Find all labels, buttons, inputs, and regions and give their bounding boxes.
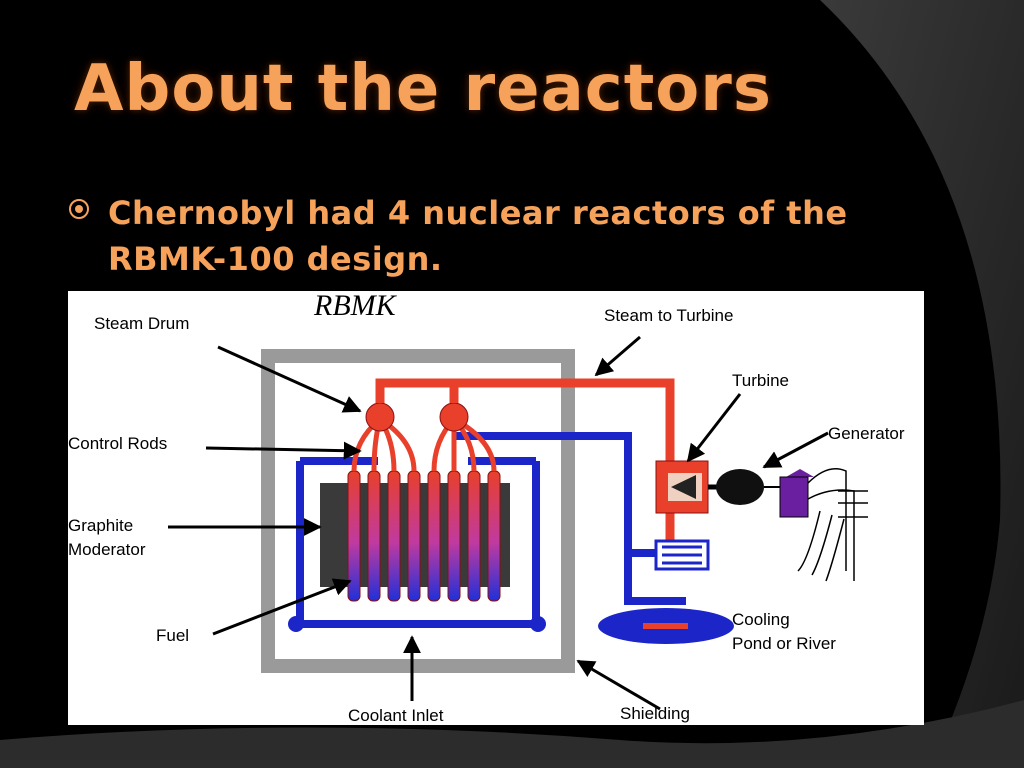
arrow-control-rods [205, 441, 362, 460]
label-turbine: Turbine [732, 371, 789, 390]
fuel-channels [347, 470, 501, 602]
label-graphite-line1: Graphite [68, 516, 133, 535]
label-generator: Generator [828, 424, 905, 443]
arrow-steam-drum [217, 345, 362, 413]
arrow-generator [762, 431, 829, 469]
turbine-blades [671, 475, 696, 499]
label-fuel: Fuel [156, 626, 189, 645]
bullet-text: Chernobyl had 4 nuclear reactors of the … [108, 194, 848, 278]
condenser-coil [662, 545, 702, 565]
label-graphite-line2: Moderator [68, 540, 146, 559]
label-cooling-line2: Pond or River [732, 634, 836, 653]
label-shielding: Shielding [620, 704, 690, 723]
label-coolant-inlet: Coolant Inlet [348, 706, 444, 725]
label-control-rods: Control Rods [68, 434, 167, 453]
arrow-shielding [576, 659, 661, 711]
generator [716, 469, 764, 505]
arrow-turbine [686, 393, 742, 463]
label-steam-to-turbine: Steam to Turbine [604, 306, 733, 325]
arrow-steam-to-turbine [594, 335, 641, 377]
rbmk-diagram: RBMK Steam Drum Control Rods Graphite Mo… [68, 291, 924, 725]
label-steam-drum: Steam Drum [94, 314, 189, 333]
pump-left [288, 616, 304, 632]
power-lines [797, 468, 868, 582]
circled-dot-icon [69, 199, 89, 219]
steam-drum-right [439, 402, 469, 432]
steam-drum-left [365, 402, 395, 432]
slide-title: About the reactors [74, 52, 772, 126]
transformer-top [786, 469, 814, 477]
pump-right [530, 616, 546, 632]
rbmk-diagram-drawing: RBMK Steam Drum Control Rods Graphite Mo… [68, 291, 905, 725]
label-arrows [168, 335, 829, 711]
shielding-frame [261, 349, 575, 673]
diagram-heading: RBMK [313, 291, 398, 322]
arrow-fuel [212, 578, 352, 636]
label-cooling-line1: Cooling [732, 610, 790, 629]
transformer [779, 476, 809, 518]
